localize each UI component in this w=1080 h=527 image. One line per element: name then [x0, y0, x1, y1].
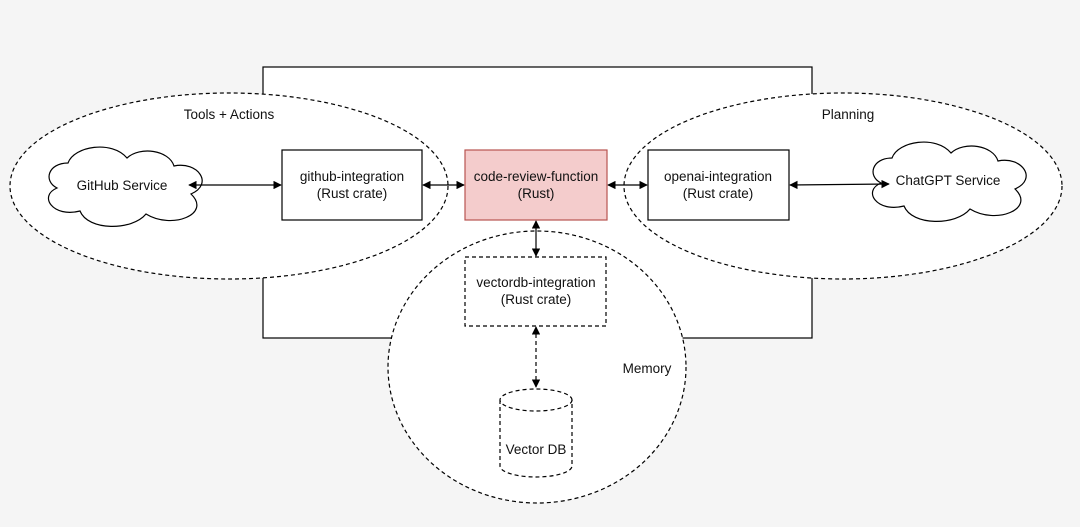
- vector-db-cylinder: [499, 400, 573, 478]
- code-review-function-title: code-review-function: [474, 169, 599, 184]
- memory-label: Memory: [623, 361, 672, 376]
- openai-integration-box: [647, 149, 790, 221]
- planning-label: Planning: [822, 107, 875, 122]
- vector-db-cylinder-top: [499, 388, 573, 412]
- openai-integration-title: openai-integration: [664, 169, 772, 184]
- github-service-label: GitHub Service: [77, 178, 168, 193]
- tools-actions-label: Tools + Actions: [184, 107, 275, 122]
- chatgpt-service-cloud: [871, 141, 1027, 222]
- code-review-function-subtitle: (Rust): [518, 186, 555, 201]
- github-integration-box: [281, 149, 423, 221]
- vectordb-integration-box: [464, 256, 607, 327]
- vector-db-label: Vector DB: [506, 442, 567, 457]
- github-integration-title: github-integration: [300, 169, 404, 184]
- github-service-cloud: [47, 146, 203, 227]
- openai-integration-to-chatgpt-arrow: [789, 179, 890, 190]
- chatgpt-service-label: ChatGPT Service: [896, 173, 1001, 188]
- github-integration-subtitle: (Rust crate): [317, 186, 388, 201]
- openai-integration-subtitle: (Rust crate): [683, 186, 754, 201]
- vectordb-integration-title: vectordb-integration: [476, 275, 595, 290]
- code-review-function-box: [464, 149, 608, 221]
- vectordb-integration-subtitle: (Rust crate): [501, 292, 572, 307]
